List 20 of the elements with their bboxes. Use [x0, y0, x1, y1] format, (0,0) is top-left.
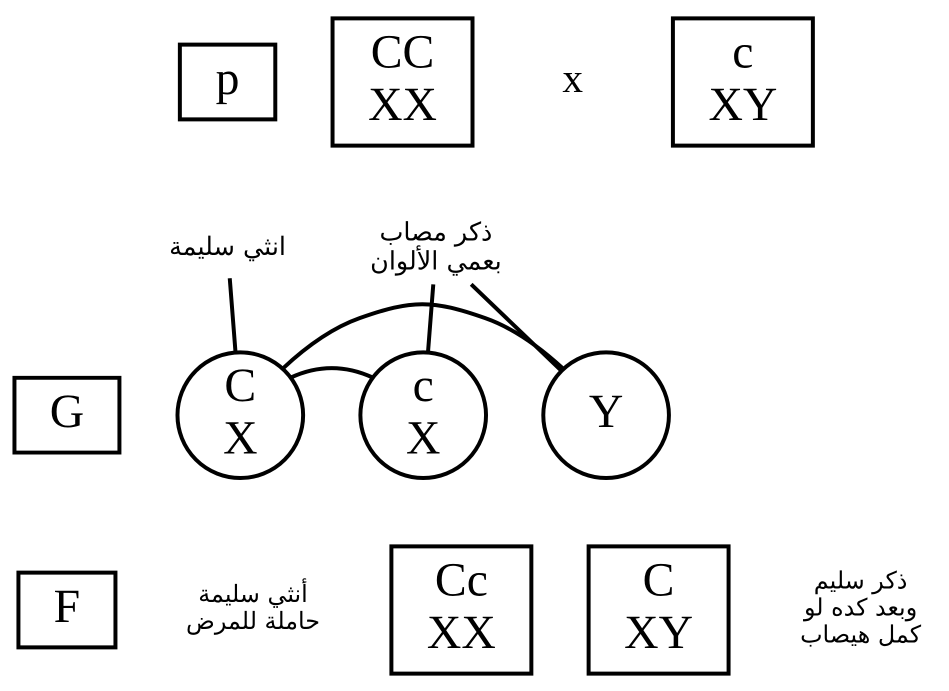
node-text: ذكر مصاب بعمي الألوان	[370, 216, 502, 275]
node-circle: c X	[358, 350, 488, 480]
connector	[281, 302, 564, 370]
node-box: CC XX	[330, 16, 474, 148]
node-box: F	[16, 570, 118, 649]
node-box: p	[178, 42, 278, 121]
node-box: c XY	[670, 16, 815, 148]
node-label: أنثي سليمة حاملة للمرض	[186, 580, 320, 635]
connector	[426, 284, 436, 352]
node-box: C XY	[586, 544, 731, 676]
node-box: Cc XX	[389, 544, 534, 676]
connector	[228, 278, 238, 352]
connector	[470, 282, 563, 372]
connector	[290, 366, 374, 379]
label: x	[562, 54, 584, 100]
node-box: G	[12, 375, 122, 454]
node-circle: C X	[176, 350, 306, 480]
node-text: انثي سليمة	[169, 230, 286, 261]
node-label: ذكر سليم وبعد كده لو كمل هيصاب	[800, 566, 922, 648]
node-circle: Y	[541, 350, 671, 480]
